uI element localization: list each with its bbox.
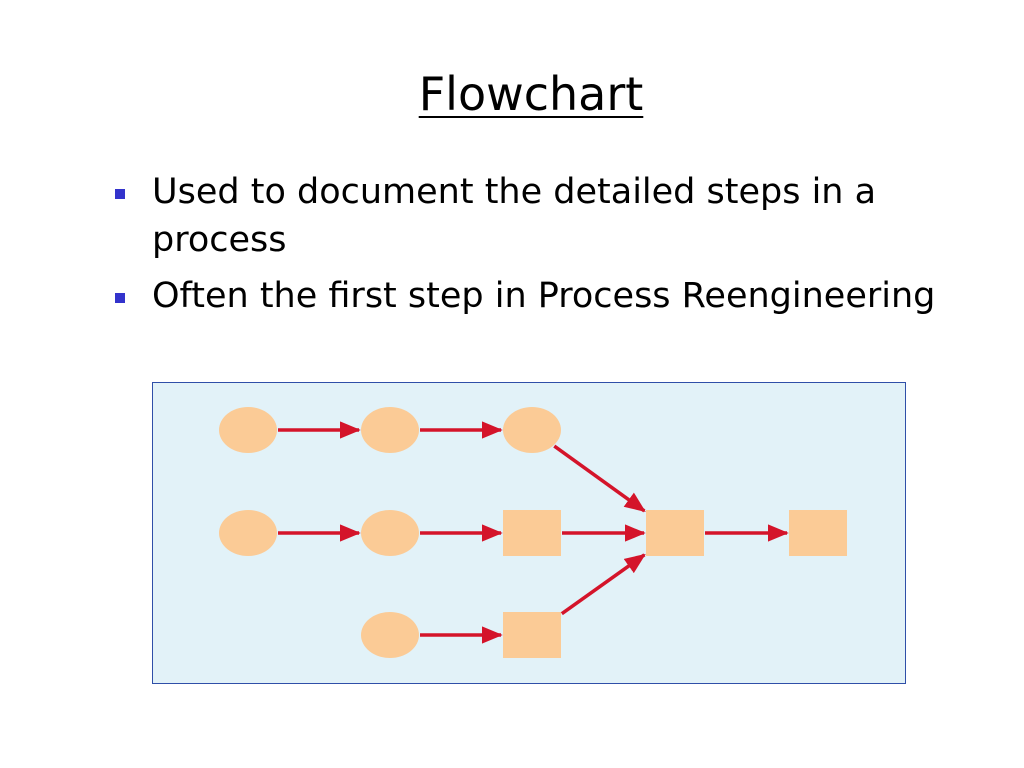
bullet-item: Used to document the detailed steps in a… xyxy=(112,168,972,264)
flowchart-arrow xyxy=(560,553,646,616)
flowchart-arrow xyxy=(553,444,646,513)
slide-title-text: Flowchart xyxy=(418,67,644,121)
flowchart-oval-node xyxy=(219,510,277,556)
flowchart-oval-node xyxy=(361,612,419,658)
flowchart-square-node xyxy=(503,612,561,658)
bullet-list: Used to document the detailed steps in a… xyxy=(112,168,972,328)
flowchart-diagram xyxy=(152,382,906,684)
flowchart-square-node xyxy=(646,510,704,556)
flowchart-oval-node xyxy=(503,407,561,453)
bullet-text: Often the first step in Process Reengine… xyxy=(152,276,936,316)
bullet-item: Often the first step in Process Reengine… xyxy=(112,272,972,320)
flowchart-square-node xyxy=(503,510,561,556)
square-bullet-icon xyxy=(115,293,125,303)
square-bullet-icon xyxy=(115,189,125,199)
flowchart-square-node xyxy=(789,510,847,556)
flowchart-oval-node xyxy=(219,407,277,453)
flowchart-oval-node xyxy=(361,510,419,556)
bullet-text: Used to document the detailed steps in a… xyxy=(152,172,877,260)
flowchart-oval-node xyxy=(361,407,419,453)
slide-title: Flowchart xyxy=(0,62,1024,126)
flowchart-canvas xyxy=(219,407,847,658)
